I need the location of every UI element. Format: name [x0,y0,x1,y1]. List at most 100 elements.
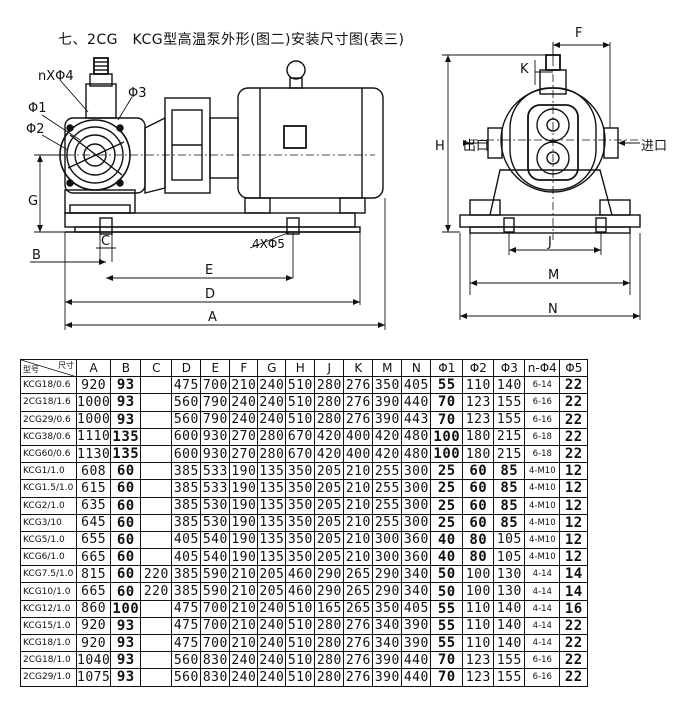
value-cell: 240 [257,668,287,687]
value-cell: 93 [110,616,142,636]
value-cell: 280 [314,668,345,687]
value-cell: 540 [200,530,231,550]
col-header: D [171,358,202,378]
value-cell: 85 [493,513,526,532]
value-cell: 50 [430,582,464,601]
value-cell: 265 [343,599,374,618]
value-cell: 276 [343,668,374,687]
value-cell: 290 [314,582,345,601]
value-cell: 405 [171,548,202,567]
value-cell: 205 [257,582,287,601]
corner-right-label: 尺寸 [58,361,74,370]
value-cell: 405 [401,599,432,618]
value-cell: 80 [462,548,495,567]
value-cell: 60 [462,496,495,515]
value-cell: 4-14 [524,616,561,636]
value-cell: 4-M10 [524,513,561,532]
value-cell: 100 [462,582,495,601]
value-cell: 6-18 [524,444,561,464]
value-cell: 55 [430,633,464,653]
value-cell: 210 [343,548,374,567]
value-cell: 300 [401,496,432,515]
value-cell: 205 [314,479,345,498]
value-cell: 390 [372,651,403,670]
col-header: N [401,358,432,378]
value-cell: 70 [430,393,464,412]
value-cell: 22 [559,444,589,464]
front-base-plate [459,214,641,228]
value-cell: 105 [493,530,526,550]
value-cell: 123 [462,668,495,687]
value-cell: 265 [343,582,374,601]
value-cell: 22 [559,410,589,429]
model-cell: KCG10/1.0 [20,582,77,601]
value-cell: 665 [75,582,112,601]
value-cell: 210 [229,376,259,395]
page-title: 七、2CG KCG型高温泵外形(图二)安装尺寸图(表三) [58,32,405,48]
model-cell: KCG2/1.0 [20,496,77,515]
value-cell: 210 [229,616,259,636]
value-cell: 60 [110,496,142,515]
model-cell: KCG1.5/1.0 [20,479,77,498]
dimension-table: 型号 尺寸 A B C D E F G H J K M N Φ1 Φ2 Φ3 n… [20,358,589,687]
value-cell: 385 [171,565,202,584]
value-cell: 210 [229,565,259,584]
model-cell: 2CG29/0.6 [20,410,77,429]
label-g: G [28,194,38,209]
value-cell: 6-16 [524,410,561,429]
value-cell: 12 [559,496,589,515]
value-cell: 655 [75,530,112,550]
value-cell: 265 [343,565,374,584]
value-cell: 255 [372,513,403,532]
value-cell: 390 [372,410,403,429]
col-header: Φ2 [462,358,495,378]
value-cell: 560 [171,393,202,412]
col-header: Φ3 [493,358,526,378]
value-cell: 60 [110,479,142,498]
value-cell: 385 [171,582,202,601]
model-cell: KCG6/1.0 [20,548,77,567]
value-cell: 280 [314,410,345,429]
value-cell: 4-M10 [524,496,561,515]
value-cell: 6-14 [524,376,561,395]
value-cell: 405 [171,530,202,550]
model-cell: 2CG29/1.0 [20,668,77,687]
col-header: n-Φ4 [524,358,561,378]
value-cell: 540 [200,548,231,567]
value-cell [140,479,173,498]
value-cell [140,633,173,653]
value-cell: 12 [559,479,589,498]
value-cell [140,393,173,412]
label-phi2: Φ2 [26,122,45,137]
value-cell: 205 [257,565,287,584]
value-cell: 155 [493,668,526,687]
value-cell: 276 [343,616,374,636]
value-cell: 240 [257,599,287,618]
value-cell: 210 [229,633,259,653]
value-cell: 385 [171,479,202,498]
value-cell: 22 [559,393,589,412]
value-cell: 135 [257,548,287,567]
value-cell: 255 [372,496,403,515]
value-cell: 700 [200,599,231,618]
value-cell: 280 [257,444,287,464]
value-cell: 210 [229,599,259,618]
value-cell: 510 [285,393,316,412]
value-cell: 1000 [75,410,112,429]
label-e: E [205,263,213,278]
value-cell: 350 [285,496,316,515]
value-cell [140,599,173,618]
table-corner-cell: 型号 尺寸 [20,358,77,378]
value-cell: 1110 [75,427,112,446]
value-cell: 300 [401,462,432,481]
value-cell: 340 [372,633,403,653]
value-cell: 670 [285,444,316,464]
value-cell: 180 [462,444,495,464]
value-cell: 270 [229,427,259,446]
col-header: Φ1 [430,358,464,378]
value-cell: 16 [559,599,589,618]
value-cell: 276 [343,633,374,653]
value-cell: 60 [110,548,142,567]
value-cell: 22 [559,376,589,395]
